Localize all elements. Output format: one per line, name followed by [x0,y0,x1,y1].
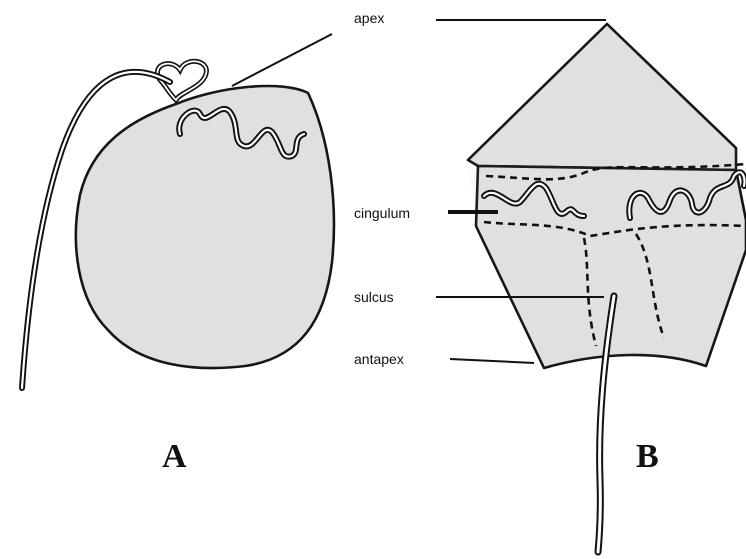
antapex-leader-line [450,359,534,363]
apex-label: apex [354,10,384,26]
pointer-line-a [232,34,332,86]
panel-a-cell [22,34,334,388]
antapex-label: antapex [354,351,404,367]
cingulum-label: cingulum [354,205,410,221]
label-column-gap [336,0,346,559]
sulcus-label: sulcus [354,289,394,305]
panel-a-letter: A [162,440,187,474]
panel-b-letter: B [636,440,659,474]
panel-b-cell [436,20,746,552]
